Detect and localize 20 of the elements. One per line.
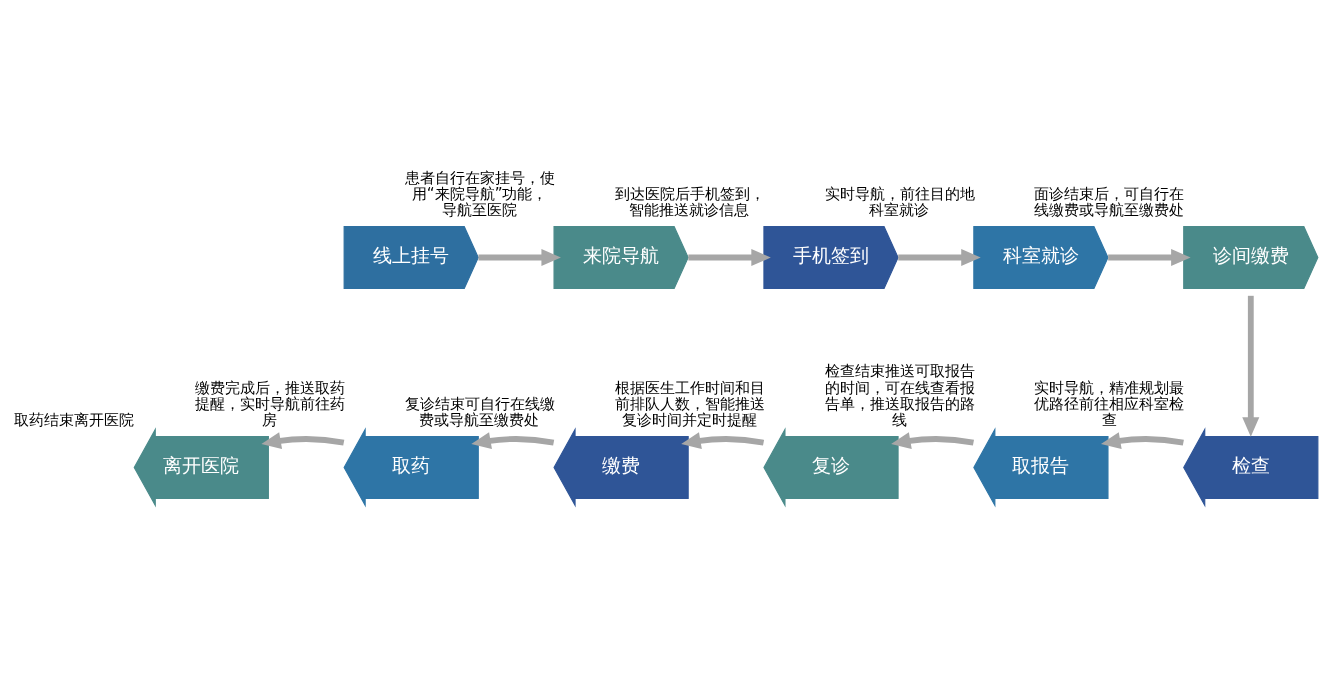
arrow <box>898 249 981 267</box>
node-label: 缴费完成后，推送取药提醒，实时导航前往药房 <box>194 378 345 430</box>
node-label: 到达医院后手机签到，智能推送就诊信息 <box>614 185 765 220</box>
node-label: 根据医生工作时间和目前排队人数，智能推送复诊时间并定时提醒 <box>614 378 765 430</box>
arrow <box>471 432 555 450</box>
arrow <box>478 249 561 267</box>
node-label: 面诊结束后，可自行在线缴费或导航至缴费处 <box>1034 185 1185 220</box>
arrow <box>681 432 765 450</box>
arrow <box>1242 295 1260 437</box>
node-label: 实时导航，精准规划最优路径前往相应科室检查 <box>1034 378 1185 430</box>
arrow <box>261 432 345 450</box>
arrow <box>891 432 974 450</box>
node-label: 复诊结束可自行在线缴费或导航至缴费处 <box>404 395 555 430</box>
node-label: 患者自行在家挂号，使用“来院导航”功能，导航至医院 <box>404 168 555 220</box>
node-label: 取药结束离开医院 <box>14 411 135 430</box>
arrow <box>688 249 771 267</box>
arrow <box>1108 249 1191 267</box>
node-label: 实时导航，前往目的地科室就诊 <box>824 185 975 220</box>
arrow <box>1100 432 1184 450</box>
node-label: 检查结束推送可取报告的时间，可在线查看报告单，推送取报告的路线 <box>824 362 975 430</box>
